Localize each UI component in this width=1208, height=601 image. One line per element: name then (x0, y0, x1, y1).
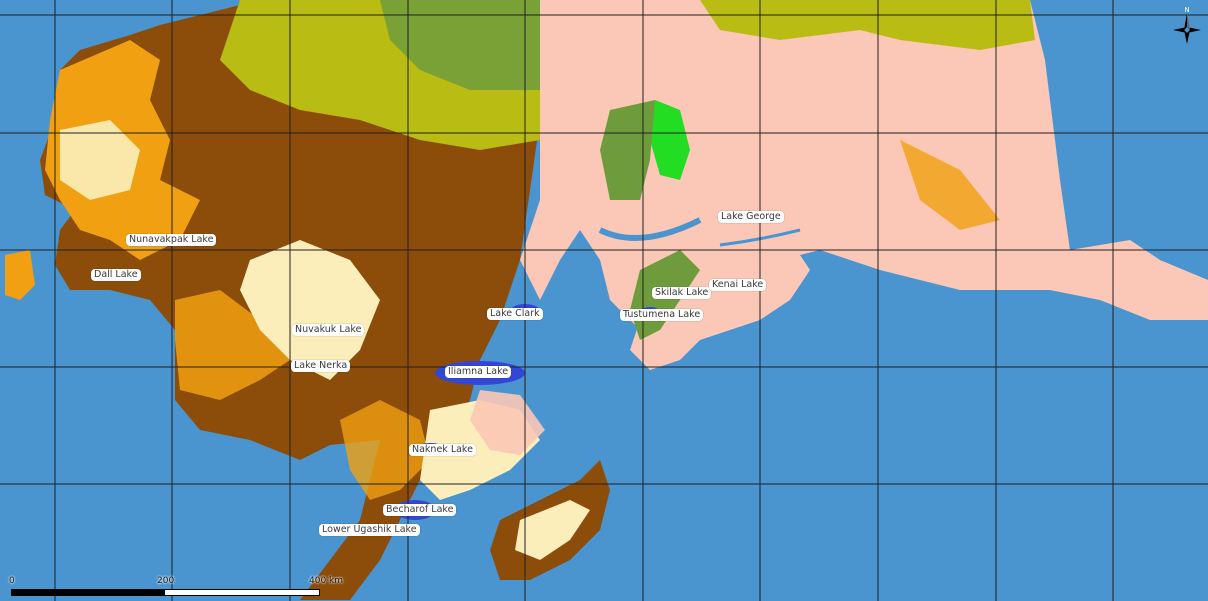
shrub-central (175, 290, 290, 400)
scale-label-end: 400 km (309, 576, 344, 586)
lake-label-george: Lake George (718, 211, 784, 223)
north-letter: N (1184, 6, 1189, 14)
scale-bar (11, 589, 320, 596)
lake-label-iliamna: Iliamna Lake (445, 366, 512, 378)
lake-label-lower-ugashik: Lower Ugashik Lake (319, 524, 420, 536)
forest-susitna (600, 100, 655, 200)
lake-label-nerka: Lake Nerka (291, 360, 351, 372)
lake-label-dall: Dall Lake (91, 269, 141, 281)
lake-label-clark: Lake Clark (487, 308, 543, 320)
peninsula-snow (470, 390, 545, 455)
orange-east (900, 140, 1000, 230)
deciduous-cook-inlet (650, 100, 690, 180)
lake-label-skilak: Skilak Lake (652, 287, 712, 299)
lake-label-becharof: Becharof Lake (383, 504, 457, 516)
grass-northwest (60, 120, 140, 200)
north-arrow: N (1170, 4, 1204, 46)
kodiak-grass (515, 500, 590, 560)
scale-bar-fill (12, 590, 165, 595)
lake-label-nunavakpak: Nunavakpak Lake (126, 234, 217, 246)
lake-label-naknek: Naknek Lake (409, 444, 476, 456)
lake-label-nuvakuk: Nuvakuk Lake (292, 324, 365, 336)
scale-label-mid: 200 (157, 576, 175, 586)
lake-label-tustumena: Tustumena Lake (620, 309, 704, 321)
tundra-east-lowland (700, 0, 1035, 50)
scale-label-zero: 0 (9, 576, 15, 586)
grass-central (240, 240, 380, 380)
compass-rose-icon: N (1173, 6, 1201, 44)
west-island (5, 250, 35, 300)
lake-label-kenai: Kenai Lake (709, 279, 767, 291)
river-channel (598, 217, 702, 241)
